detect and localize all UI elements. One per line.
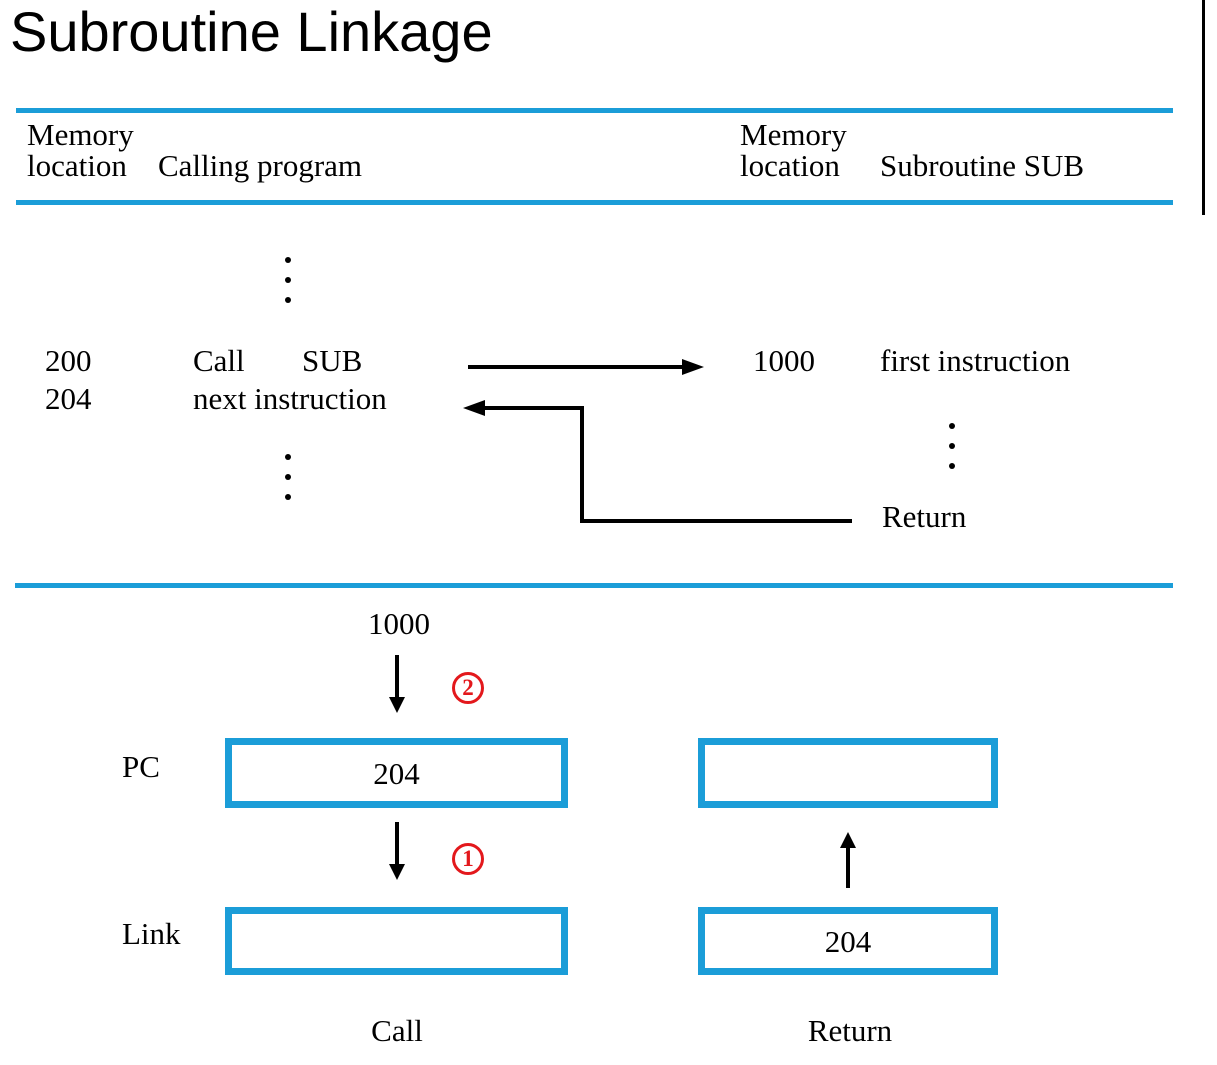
return-arrow-bottom-line [580,519,852,523]
header-memory-location-left: Memory location [27,119,134,181]
vertical-ellipsis-icon [949,423,955,469]
pc-register-label: PC [122,749,160,784]
header-memory-location-right: Memory location [740,119,847,181]
link-register-label: Link [122,916,181,951]
header-subroutine-sub: Subroutine SUB [880,148,1085,183]
table-header-rule [16,200,1173,205]
call-caption: Call [371,1013,423,1048]
return-caption: Return [807,1013,893,1048]
arrow-link-to-pc-line [846,846,850,888]
table-top-rule [16,108,1173,113]
header-memory-location-left-line1: Memory [27,117,134,152]
return-arrow-head-icon [463,400,485,416]
pc-register-box-return [698,738,998,808]
header-memory-location-left-line2: location [27,148,127,183]
section-divider-rule [15,583,1173,588]
pc-register-box-call: 204 [225,738,568,808]
link-register-box-return: 204 [698,907,998,975]
return-arrow-top-line [481,406,584,410]
call-arrow-line [468,365,686,369]
mem-location-204: 204 [45,381,92,416]
slide-title: Subroutine Linkage [10,0,493,63]
instr-call-operand: SUB [302,343,363,378]
pc-register-value-call: 204 [373,755,420,791]
arrow-pc-to-link-line [395,822,399,866]
arrow-pc-to-link-head-icon [389,864,405,880]
call-arrow-head-icon [682,359,704,375]
return-arrow-vertical-line [580,406,584,523]
instr-first-instruction: first instruction [880,343,1071,378]
instr-next-instruction: next instruction [193,381,387,416]
header-memory-location-right-line2: location [740,148,840,183]
arrow-into-pc-line [395,655,399,699]
instr-return: Return [882,499,967,534]
incoming-address-1000: 1000 [368,606,430,641]
step-2-badge: 2 [452,672,484,704]
vertical-ellipsis-icon [285,454,291,500]
arrow-into-pc-head-icon [389,697,405,713]
step-1-badge: 1 [452,843,484,875]
link-register-value-return: 204 [824,923,872,959]
header-memory-location-right-line1: Memory [740,117,847,152]
mem-location-1000: 1000 [753,343,815,378]
header-calling-program: Calling program [158,148,363,183]
arrow-link-to-pc-head-icon [840,832,856,848]
slide-frame-line [1202,0,1205,215]
mem-location-200: 200 [45,343,92,378]
link-register-box-call [225,907,568,975]
instr-call: Call [193,343,245,378]
vertical-ellipsis-icon [285,257,291,303]
